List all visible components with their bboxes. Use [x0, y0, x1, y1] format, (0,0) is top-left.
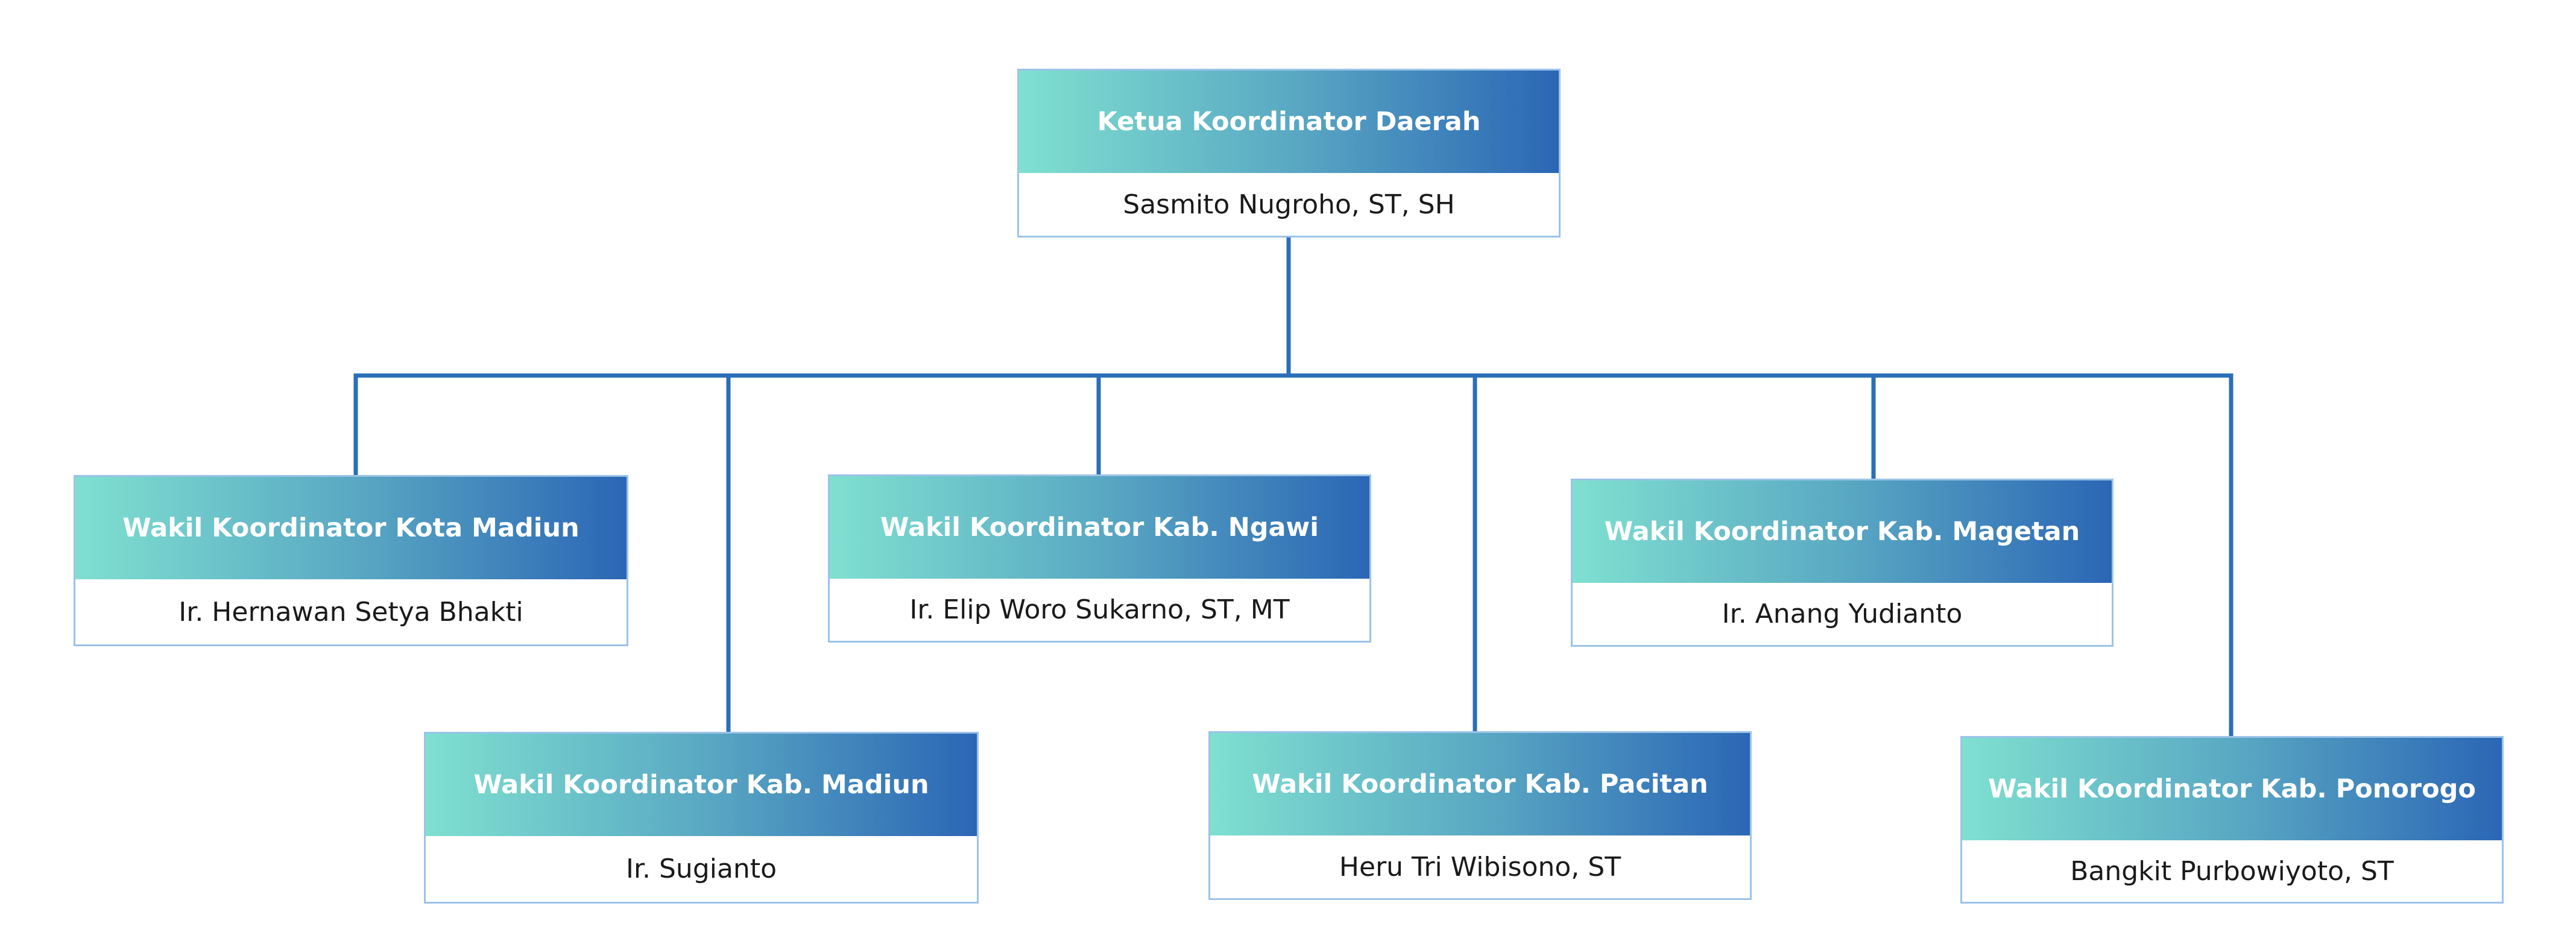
org-node-ketua: Ketua Koordinator Daerah Sasmito Nugroho… [1017, 69, 1561, 238]
org-node-kab-magetan: Wakil Koordinator Kab. Magetan Ir. Anang… [1571, 479, 2114, 647]
node-name: Ir. Elip Woro Sukarno, ST, MT [909, 594, 1290, 625]
node-name: Ir. Hernawan Setya Bhakti [178, 596, 523, 628]
node-name: Ir. Anang Yudianto [1722, 599, 1963, 629]
node-title: Wakil Koordinator Kota Madiun [75, 477, 627, 579]
org-node-kab-ponorogo: Wakil Koordinator Kab. Ponorogo Bangkit … [1960, 736, 2504, 904]
node-title: Wakil Koordinator Kab. Pacitan [1210, 733, 1750, 835]
org-node-kota-madiun: Wakil Koordinator Kota Madiun Ir. Hernaw… [74, 475, 628, 646]
node-title: Wakil Koordinator Kab. Madiun [426, 734, 977, 836]
org-node-kab-madiun: Wakil Koordinator Kab. Madiun Ir. Sugian… [424, 732, 979, 904]
node-title: Wakil Koordinator Kab. Ngawi [830, 476, 1369, 579]
node-name: Bangkit Purbowiyoto, ST [2070, 855, 2394, 887]
node-name: Heru Tri Wibisono, ST [1339, 851, 1621, 882]
node-title: Wakil Koordinator Kab. Magetan [1573, 480, 2112, 583]
node-title: Ketua Koordinator Daerah [1019, 71, 1559, 173]
node-name: Ir. Sugianto [626, 854, 777, 884]
org-node-kab-pacitan: Wakil Koordinator Kab. Pacitan Heru Tri … [1208, 731, 1752, 900]
node-title: Wakil Koordinator Kab. Ponorogo [1962, 738, 2502, 840]
org-node-kab-ngawi: Wakil Koordinator Kab. Ngawi Ir. Elip Wo… [828, 474, 1371, 643]
node-name: Sasmito Nugroho, ST, SH [1123, 189, 1455, 220]
